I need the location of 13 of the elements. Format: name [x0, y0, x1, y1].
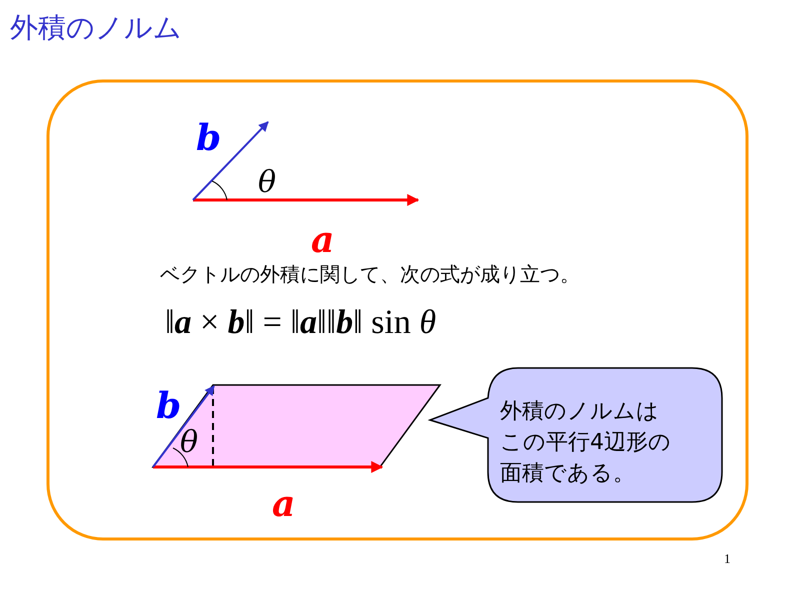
angle-label: θ	[258, 168, 276, 198]
vector-label: b	[156, 388, 182, 424]
vector-label: b	[196, 120, 222, 156]
angle-label: θ	[180, 428, 198, 458]
parallelogram	[152, 384, 442, 469]
slide-title: 外積のノルム	[10, 14, 182, 42]
callout-text: 外積のノルムはこの平行4辺形の面積である。	[500, 398, 672, 488]
norm-formula: ‖a × b‖ = ‖a‖‖b‖ sin θ	[165, 306, 436, 340]
vector-label: a	[272, 486, 296, 522]
page-number: 1	[724, 552, 730, 565]
vector-label: a	[311, 222, 334, 258]
callout-bubble	[428, 368, 722, 502]
statement-text: ベクトルの外積に関して、次の式が成り立つ。	[160, 264, 580, 284]
